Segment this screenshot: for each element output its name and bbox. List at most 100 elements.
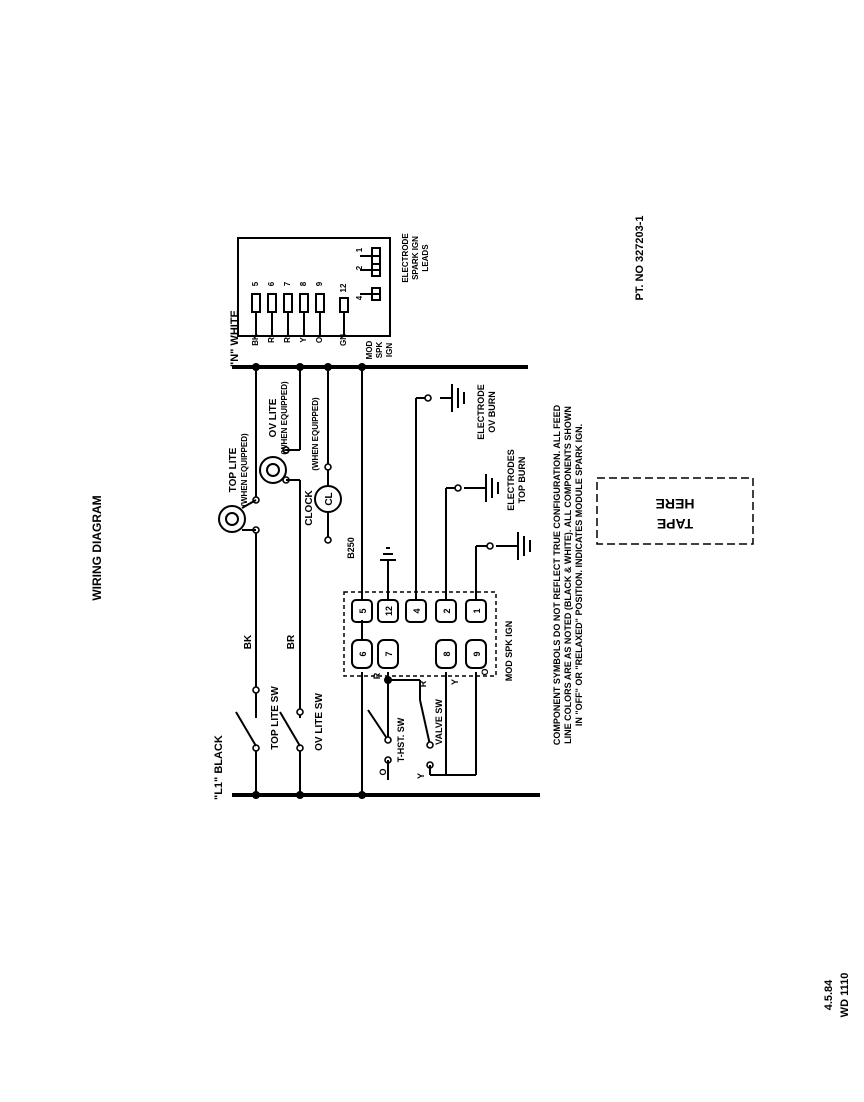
svg-text:2: 2 [355,265,364,270]
svg-text:IN "OFF" OR "RELAXED" POSITION: IN "OFF" OR "RELAXED" POSITION. INDICATE… [574,424,584,726]
svg-text:IGN: IGN [385,343,394,357]
svg-text:TOP BURN: TOP BURN [517,457,527,504]
electrodes-top-label: ELECTRODES TOP BURN [506,449,527,511]
clock-symbol: CL [324,492,335,505]
document-code: WD 1110 [839,973,851,1018]
outer-terminal-bank: 6 7 8 9 [351,639,487,669]
l1-label: "L1" BLACK [213,735,225,800]
svg-text:GN: GN [339,334,348,346]
ov-lite-sw-label: OV LITE SW [314,693,325,751]
svg-text:1: 1 [355,247,364,252]
electrode-ov-burn [416,384,465,412]
terminal-7 [377,639,399,669]
svg-text:O: O [480,668,490,675]
module-connector-box [237,237,391,337]
svg-text:R: R [283,337,292,343]
terminal-4 [405,599,427,623]
svg-text:HERE: HERE [656,496,695,512]
top-lite-label: TOP LITE (WHEN EQUIPPED) [228,433,249,507]
svg-text:1: 1 [472,608,482,613]
valve-switch-label: VALVE SW [434,699,444,745]
ov-lite-circuit [259,367,304,795]
svg-text:4: 4 [355,295,364,300]
svg-text:9: 9 [315,281,324,286]
module-outline [343,591,497,677]
inner-terminal-bank: 5 12 4 2 1 [351,599,487,623]
svg-text:TOP LITE: TOP LITE [228,447,239,492]
clock-circuit [314,367,342,544]
svg-text:12: 12 [384,606,394,616]
svg-text:TAPE: TAPE [657,516,693,532]
svg-text:O: O [378,768,388,775]
svg-text:4: 4 [412,608,422,613]
terminal-6 [351,639,373,669]
svg-text:Y: Y [416,773,426,779]
part-number: PT. NO 327203-1 [634,216,646,301]
ov-lite-lamp-icon [259,456,287,484]
ov-lite-label: OV LITE (WHEN EQUIPPED) [268,381,289,455]
module-wiring [361,367,477,795]
electrode-ov-label: ELECTRODE OV BURN [476,384,497,440]
svg-text:SPK: SPK [375,342,384,359]
top-lite-sw-label: TOP LITE SW [270,686,281,750]
br-wire-label: BR [286,634,297,649]
svg-text:7: 7 [384,651,394,656]
svg-text:(WHEN EQUIPPED): (WHEN EQUIPPED) [240,433,249,507]
svg-text:R: R [372,672,382,679]
svg-text:BK: BK [251,334,260,346]
document-id: 4.5.84 WD 1110 [823,973,851,1018]
svg-text:R: R [267,337,276,343]
electrodes-top-burn [446,474,531,560]
svg-text:8: 8 [442,651,452,656]
spark-leads: 1 2 4 [355,247,381,301]
top-lite-circuit [218,367,260,795]
module-connector-pins: 5 6 7 8 9 12 BK R R Y O GN [251,281,349,346]
clock-label: CLOCK [304,489,315,525]
bk-wire-label: BK [243,634,254,649]
svg-text:O: O [315,337,324,343]
svg-text:2: 2 [442,608,452,613]
clock-icon [314,485,342,513]
svg-text:ELECTRODE: ELECTRODE [401,233,410,283]
b250-label: B250 [346,537,356,559]
svg-text:9: 9 [472,651,482,656]
tape-here-box [596,477,754,545]
diagram-title: WIRING DIAGRAM [90,495,104,600]
svg-text:6: 6 [358,651,368,656]
svg-text:SPARK IGN: SPARK IGN [411,236,420,280]
terminal-8 [435,639,457,669]
top-lite-lamp-icon [218,505,246,533]
svg-text:Y: Y [450,679,460,685]
svg-text:MOD: MOD [365,340,374,359]
svg-text:6: 6 [267,281,276,286]
thermostat-switch-label: T-HST. SW [396,717,406,762]
tape-here-label: TAPE HERE [656,496,695,532]
module-label: MOD SPK IGN [504,621,514,682]
terminal-5 [351,599,373,623]
svg-text:LINE COLORS ARE AS NOTED (BLAC: LINE COLORS ARE AS NOTED (BLACK & WHITE)… [563,406,573,744]
terminal-9 [465,639,487,669]
svg-text:(WHEN EQUIPPED): (WHEN EQUIPPED) [280,381,289,455]
terminal-1 [465,599,487,623]
svg-text:OV LITE: OV LITE [268,398,279,437]
clock-note: (WHEN EQUIPPED) [311,397,320,471]
svg-text:8: 8 [299,281,308,286]
svg-text:LEADS: LEADS [421,244,430,272]
svg-text:OV BURN: OV BURN [487,391,497,433]
svg-text:R: R [418,680,428,687]
svg-text:COMPONENT SYMBOLS DO NOT REFLE: COMPONENT SYMBOLS DO NOT REFLECT TRUE CO… [552,404,562,745]
n-label: "N" WHITE [229,310,241,367]
module-box-label: MOD SPK IGN [365,340,394,359]
diagram-note: COMPONENT SYMBOLS DO NOT REFLECT TRUE CO… [552,404,584,745]
svg-text:12: 12 [339,283,348,292]
svg-text:5: 5 [358,608,368,613]
svg-text:ELECTRODE: ELECTRODE [476,384,486,440]
terminal-2 [435,599,457,623]
svg-text:7: 7 [283,281,292,286]
svg-text:Y: Y [299,337,308,343]
spark-leads-label: ELECTRODE SPARK IGN LEADS [401,233,430,283]
document-date: 4.5.84 [823,979,835,1010]
terminal-12 [377,599,399,623]
svg-text:5: 5 [251,281,260,286]
